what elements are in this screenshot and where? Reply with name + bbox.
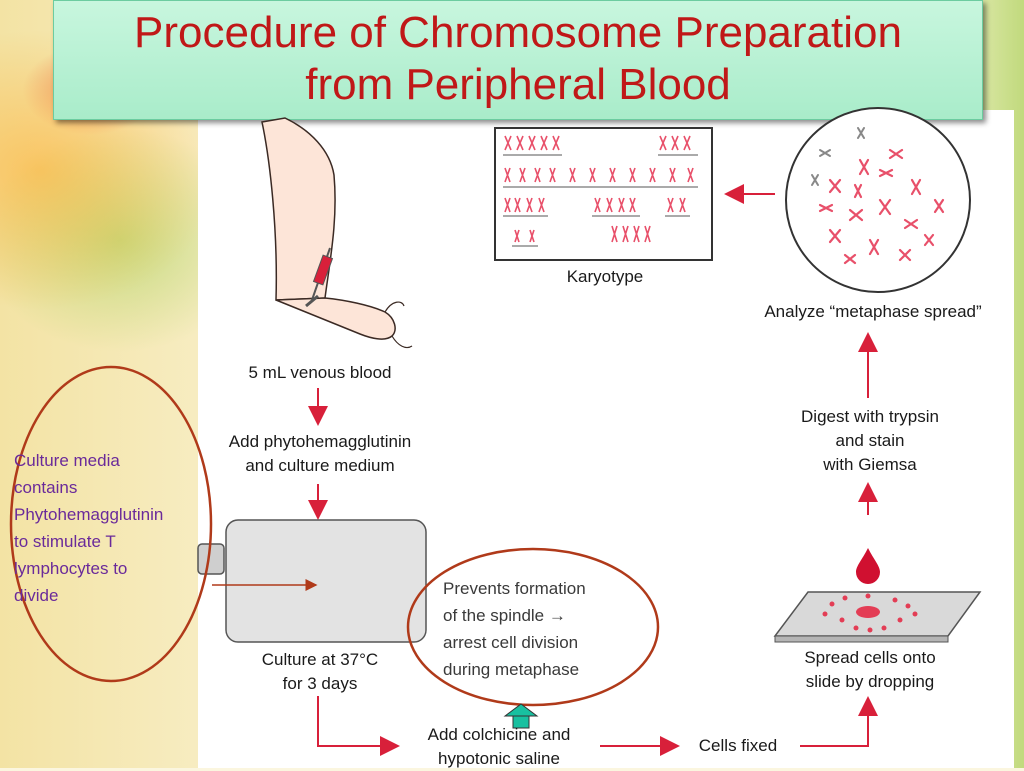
step-spread-line-2: slide by dropping bbox=[805, 672, 935, 691]
note-spindle-line-1: Prevents formation bbox=[443, 579, 586, 598]
arrow-fixed-to-spread bbox=[800, 696, 878, 747]
step-digest: Digest with trypsin and stain with Giems… bbox=[770, 405, 970, 477]
note-spindle-line-2: of the spindle → bbox=[443, 606, 566, 625]
note-culture-line-1: Culture media bbox=[14, 451, 120, 470]
step-digest-line-2: and stain bbox=[835, 431, 905, 450]
glass-slide-icon bbox=[773, 591, 982, 643]
step-digest-line-1: Digest with trypsin bbox=[801, 407, 939, 426]
karyotype-label: Karyotype bbox=[566, 267, 644, 286]
note-culture-line-4: to stimulate T bbox=[14, 532, 116, 551]
title-line-1: Procedure of Chromosome Preparation bbox=[134, 8, 902, 57]
step-add-pha-line-2: and culture medium bbox=[245, 456, 395, 475]
step-spread-line-1: Spread cells onto bbox=[804, 648, 936, 667]
metaphase-spread-icon bbox=[785, 107, 971, 293]
note-culture-line-6: divide bbox=[14, 586, 59, 605]
blood-drop-icon bbox=[856, 548, 880, 584]
note-culture-line-2: contains bbox=[14, 478, 78, 497]
step-add-pha: Add phytohemagglutinin and culture mediu… bbox=[195, 430, 445, 478]
step-culture: Culture at 37°C for 3 days bbox=[220, 648, 420, 696]
karyotype-chart-icon bbox=[494, 127, 713, 261]
step-culture-line-1: Culture at 37°C bbox=[261, 650, 379, 669]
slide-title: Procedure of Chromosome Preparation from… bbox=[54, 7, 982, 111]
step-colchicine-line-2: hypotonic saline bbox=[438, 749, 560, 768]
arm-illustration bbox=[261, 117, 413, 349]
note-culture-media: Culture media contains Phytohemagglutini… bbox=[14, 447, 214, 609]
note-spindle: Prevents formation of the spindle → arre… bbox=[443, 575, 643, 683]
step-colchicine: Add colchicine and hypotonic saline bbox=[398, 723, 600, 771]
title-box: Procedure of Chromosome Preparation from… bbox=[53, 0, 983, 120]
title-line-2: from Peripheral Blood bbox=[305, 60, 731, 109]
step-culture-line-2: for 3 days bbox=[282, 674, 358, 693]
step-analyze: Analyze “metaphase spread” bbox=[764, 302, 982, 321]
step-digest-line-3: with Giemsa bbox=[823, 455, 917, 474]
note-spindle-line-4: during metaphase bbox=[443, 660, 580, 679]
highlight-oval-left bbox=[9, 365, 213, 683]
step-spread-cells: Spread cells onto slide by dropping bbox=[770, 646, 970, 694]
step-venous-blood: 5 mL venous blood bbox=[248, 363, 392, 382]
step-cells-fixed: Cells fixed bbox=[698, 736, 778, 755]
highlight-oval-middle bbox=[406, 547, 660, 707]
culture-flask-icon bbox=[197, 519, 427, 643]
note-culture-line-3: Phytohemagglutinin bbox=[14, 505, 164, 524]
note-spindle-line-3: arrest cell division bbox=[443, 633, 579, 652]
arrow-flask-to-colchicine bbox=[317, 696, 400, 756]
note-culture-line-5: lymphocytes to bbox=[14, 559, 128, 578]
up-arrow-icon bbox=[503, 703, 539, 729]
step-add-pha-line-1: Add phytohemagglutinin bbox=[228, 432, 412, 451]
step-colchicine-line-1: Add colchicine and bbox=[427, 725, 571, 744]
syringe-icon bbox=[305, 247, 334, 308]
